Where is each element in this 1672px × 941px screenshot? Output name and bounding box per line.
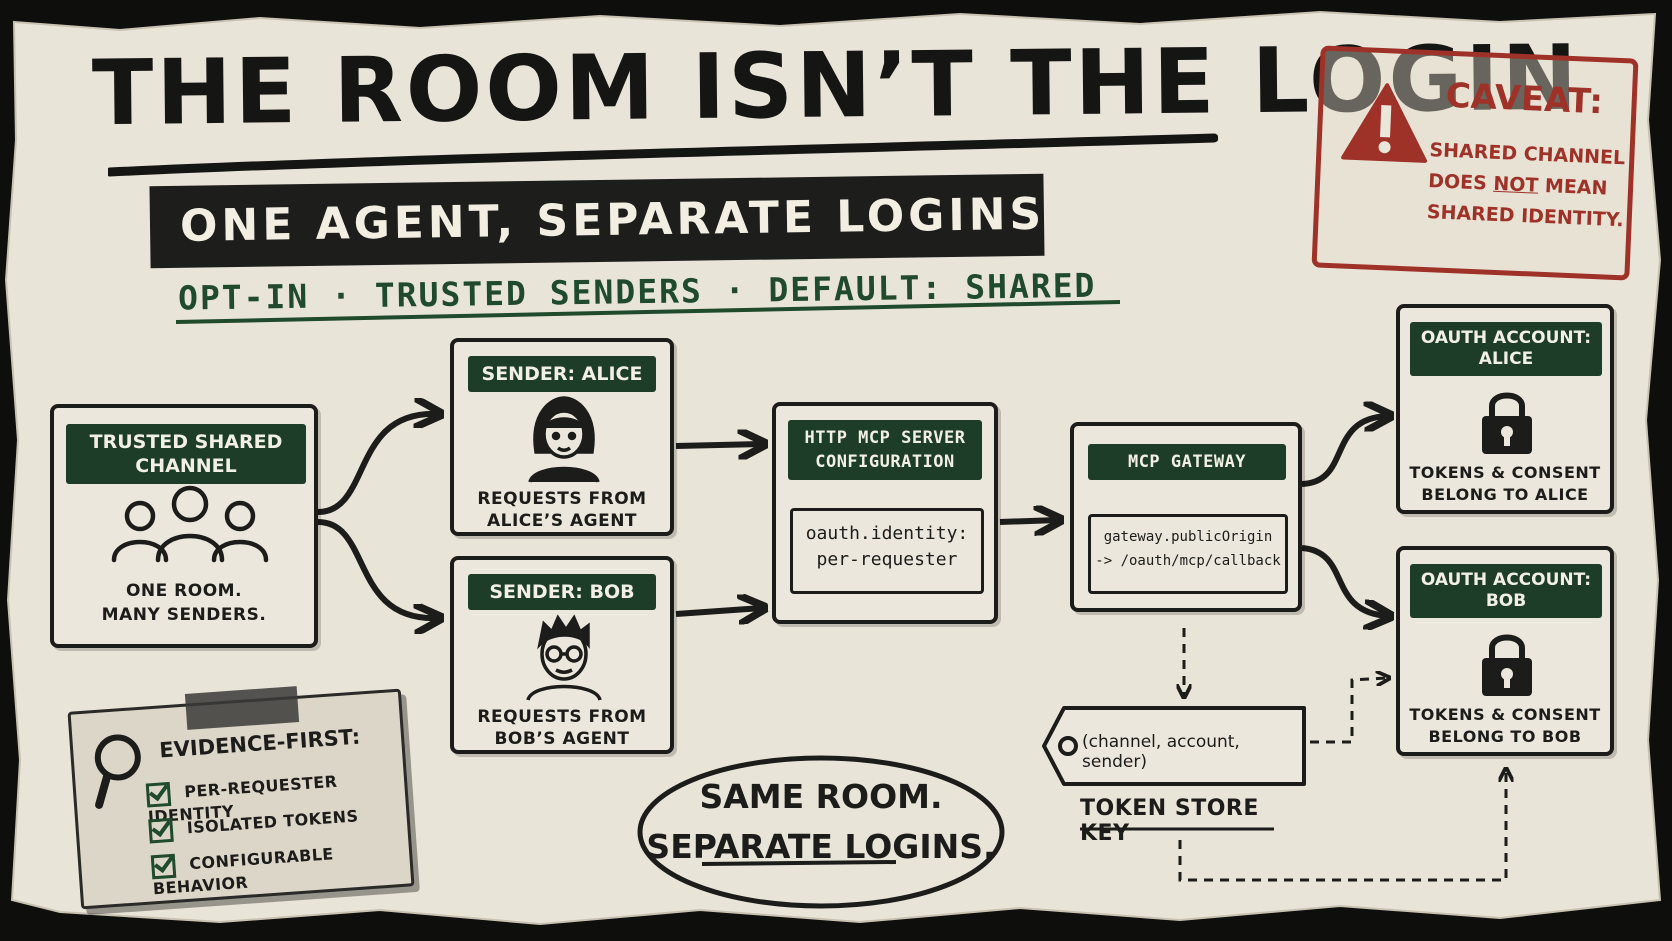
- lock-icon: [1482, 392, 1532, 454]
- alice-caption-1: REQUESTS FROM: [477, 489, 647, 509]
- oauth-bob-caption-2: BELONG TO BOB: [1428, 727, 1582, 746]
- dashed-loop-to-bob-account: [1178, 770, 1506, 882]
- token-key-text: (channel, account, sender): [1082, 732, 1240, 772]
- arrow-bob-to-server: [675, 608, 762, 614]
- bob-avatar-icon: [526, 614, 602, 701]
- oauth-bob-tag: OAUTH ACCOUNT: BOB: [1410, 564, 1602, 618]
- gateway-tag: MCP GATEWAY: [1088, 444, 1286, 480]
- bob-caption-1: REQUESTS FROM: [477, 707, 647, 727]
- token-key-tag-shape: [1042, 706, 1306, 786]
- checkbox-checked-icon: [150, 853, 177, 880]
- oauth-account-bob-card: OAUTH ACCOUNT: BOB TOKENS & CONSENT BELO…: [1396, 546, 1614, 756]
- evidence-item-label: CONFIGURABLE BEHAVIOR: [152, 844, 335, 899]
- oauth-bob-tag-line-1: OAUTH ACCOUNT:: [1420, 570, 1592, 590]
- lock-icon: [1482, 634, 1532, 696]
- oauth-bob-tag-line-2: BOB: [1485, 591, 1527, 611]
- title-underline: [108, 133, 1218, 177]
- channel-caption-2: MANY SENDERS.: [101, 605, 267, 625]
- oauth-account-alice-card: OAUTH ACCOUNT: ALICE TOKENS & CONSENT BE…: [1396, 304, 1614, 514]
- token-label-underline: [1080, 827, 1274, 831]
- bob-caption-2: BOB’S AGENT: [494, 729, 630, 749]
- server-tag-line-2: CONFIGURATION: [815, 452, 955, 472]
- arrow-channel-to-bob: [317, 519, 438, 618]
- arrow-channel-to-alice: [317, 414, 438, 515]
- oauth-bob-caption-1: TOKENS & CONSENT: [1409, 705, 1601, 724]
- token-store-label: TOKEN STORE KEY: [1080, 796, 1259, 846]
- gateway-code-line-2: -> /oauth/mcp/callback: [1095, 553, 1281, 569]
- checkbox-checked-icon: [148, 817, 174, 844]
- gateway-callback-setting: gateway.publicOrigin -> /oauth/mcp/callb…: [1088, 514, 1288, 594]
- oauth-alice-tag-line-2: ALICE: [1478, 349, 1534, 369]
- gateway-code-line-1: gateway.publicOrigin: [1103, 529, 1273, 545]
- evidence-note: EVIDENCE-FIRST: PER-REQUESTER IDENTITY I…: [67, 688, 415, 910]
- arrow-alice-to-server: [675, 444, 762, 446]
- mcp-gateway-card: MCP GATEWAY gateway.publicOrigin -> /oau…: [1070, 422, 1302, 612]
- trusted-channel-card: TRUSTED SHARED CHANNEL ONE ROOM. MANY SE…: [50, 404, 318, 648]
- arrow-gateway-to-bob-account: [1301, 545, 1388, 616]
- arrow-gateway-to-alice-account: [1301, 416, 1388, 487]
- server-code-line-2: per-requester: [816, 549, 958, 570]
- sender-alice-tag: SENDER: ALICE: [468, 356, 656, 392]
- alice-avatar-icon: [528, 396, 600, 483]
- oauth-alice-tag: OAUTH ACCOUNT: ALICE: [1410, 322, 1602, 376]
- sender-bob-tag: SENDER: BOB: [468, 574, 656, 610]
- motto-line-1: SAME ROOM.: [699, 777, 943, 816]
- dashed-token-key-to-bob: [1310, 678, 1388, 744]
- caveat-stamp: CAVEAT: SHARED CHANNEL DOES NOT MEAN SHA…: [1311, 45, 1639, 281]
- sender-bob-card: SENDER: BOB REQUESTS FROM BOB’S AGENT: [450, 556, 674, 754]
- server-tag-line-1: HTTP MCP SERVER: [804, 428, 966, 448]
- server-config-tag: HTTP MCP SERVER CONFIGURATION: [788, 420, 982, 480]
- motto-bubble: SAME ROOM. SEPARATE LOGINS.: [634, 752, 1008, 912]
- motto-text: SAME ROOM. SEPARATE LOGINS.: [634, 772, 1008, 872]
- channel-tag: TRUSTED SHARED CHANNEL: [66, 424, 306, 484]
- alice-caption-2: ALICE’S AGENT: [486, 511, 638, 531]
- oauth-alice-tag-line-1: OAUTH ACCOUNT:: [1420, 328, 1592, 348]
- evidence-title: EVIDENCE-FIRST:: [158, 724, 362, 763]
- warning-icon: [1341, 83, 1428, 163]
- arrow-server-to-gateway: [999, 520, 1058, 522]
- motto-underline: [701, 860, 897, 866]
- sender-alice-card: SENDER: ALICE REQUESTS FROM ALICE’S AGEN…: [450, 338, 674, 536]
- motto-line-2: SEPARATE LOGINS.: [646, 827, 996, 866]
- server-code-line-1: oauth.identity:: [805, 523, 969, 544]
- group-icon: [111, 485, 269, 563]
- oauth-identity-setting: oauth.identity: per-requester: [790, 508, 984, 594]
- oauth-alice-caption-1: TOKENS & CONSENT: [1409, 463, 1601, 482]
- motto-ellipse: [637, 755, 1005, 909]
- tagline-underline: [175, 300, 1121, 324]
- checkbox-checked-icon: [145, 781, 172, 808]
- mcp-server-config-card: HTTP MCP SERVER CONFIGURATION oauth.iden…: [772, 402, 998, 624]
- oauth-alice-caption-2: BELONG TO ALICE: [1421, 485, 1589, 504]
- channel-caption-1: ONE ROOM.: [125, 581, 243, 601]
- magnifier-icon: [94, 734, 141, 809]
